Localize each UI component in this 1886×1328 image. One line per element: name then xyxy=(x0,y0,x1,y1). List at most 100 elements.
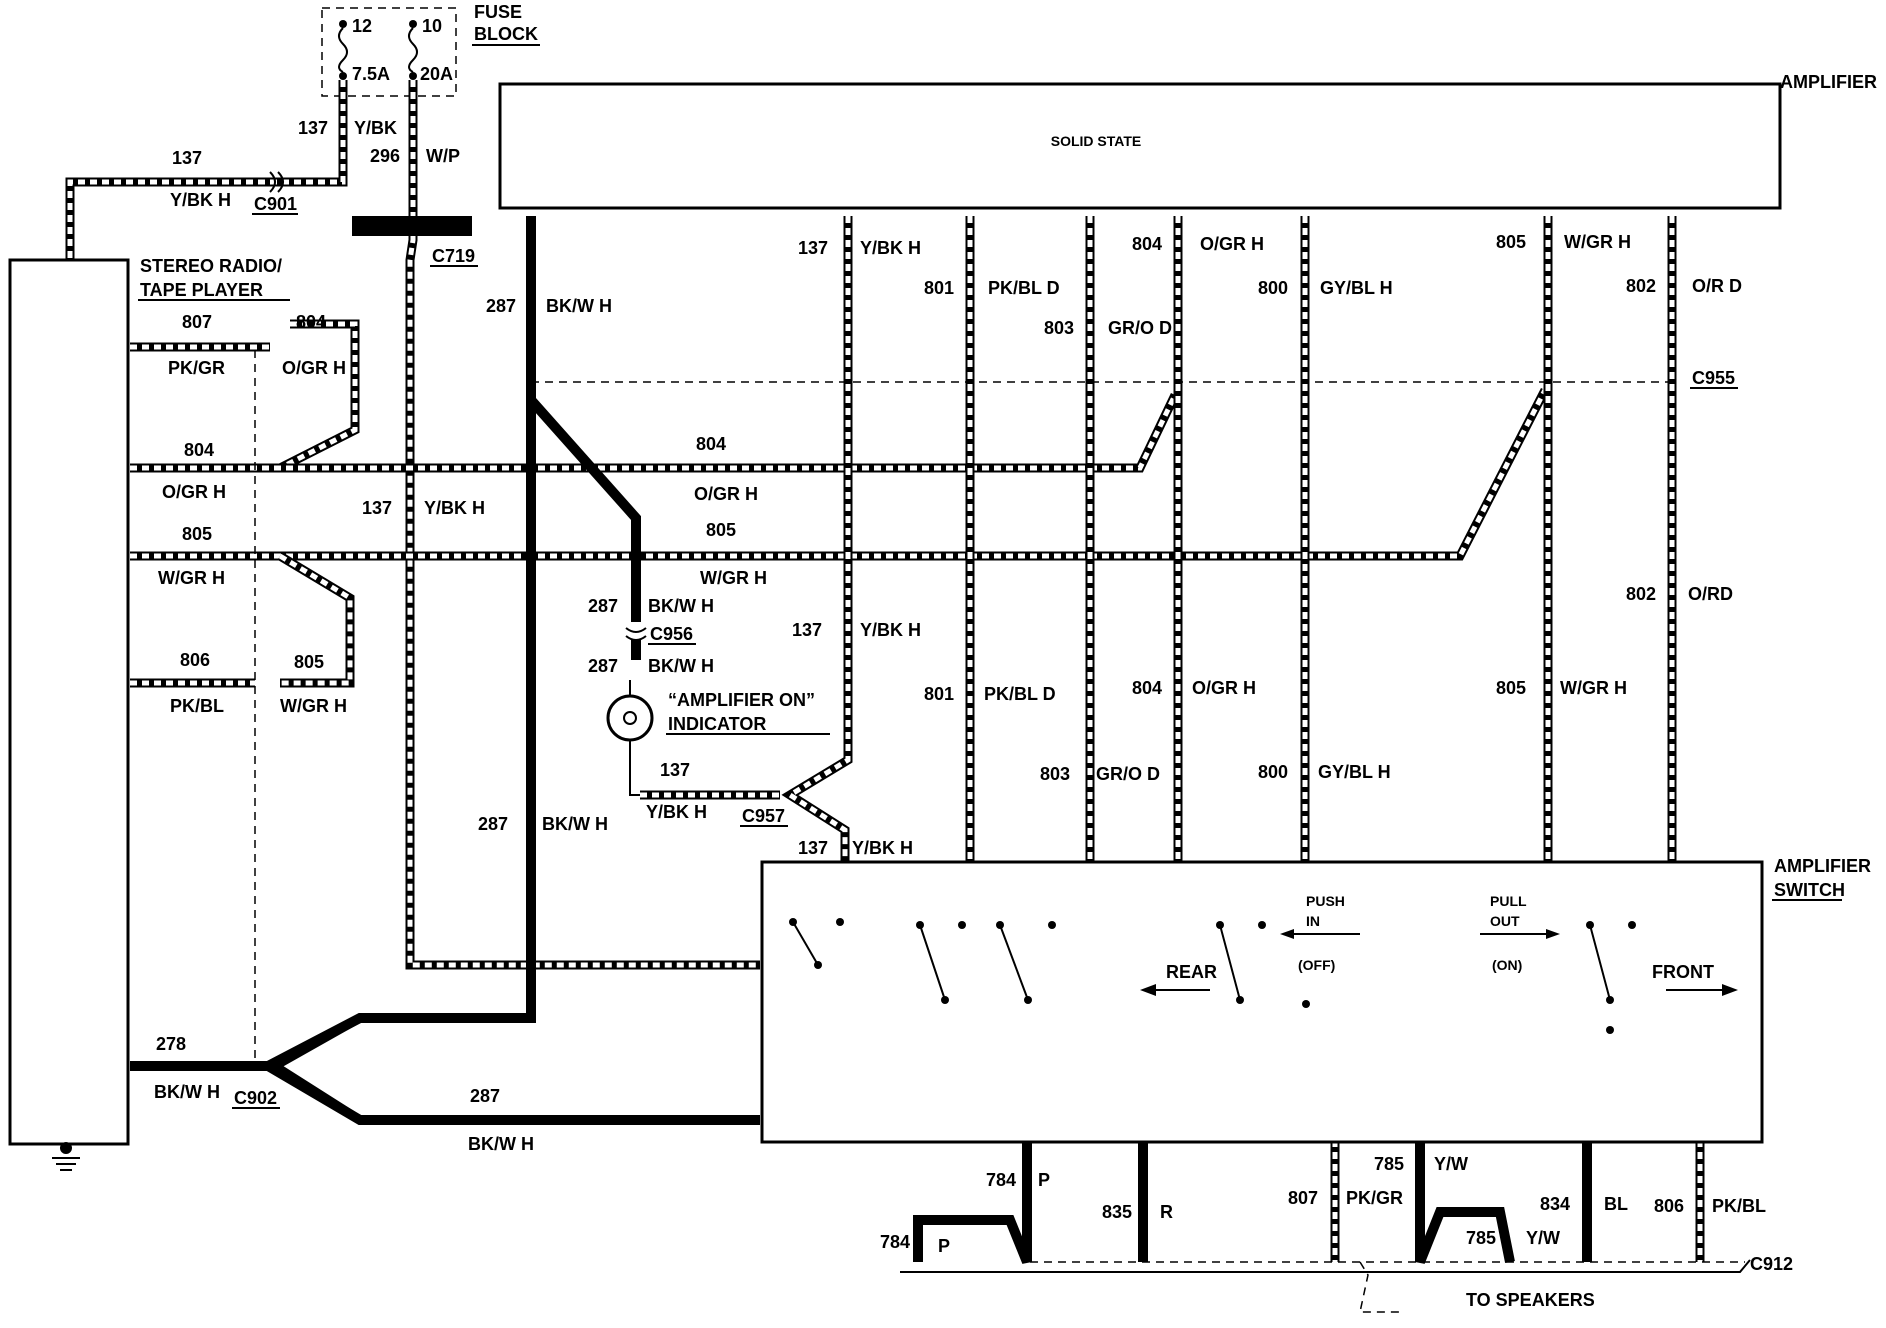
radio-box xyxy=(8,258,130,1146)
switch-title-2: SWITCH xyxy=(1774,880,1845,900)
amplifier-switch: AMPLIFIER SWITCH PUSH IN PULL OUT (OFF) … xyxy=(760,856,1871,1144)
indicator-label-2: INDICATOR xyxy=(668,714,766,734)
wire-137-num-top: 137 xyxy=(298,118,328,138)
connector-c955: C955 xyxy=(1692,368,1735,388)
wire-806-color: PK/BL xyxy=(170,696,224,716)
wire-804-num-l: 804 xyxy=(184,440,214,460)
wire-287-color-2: BK/W H xyxy=(648,596,714,616)
switch-title-1: AMPLIFIER xyxy=(1774,856,1871,876)
fuse-block-title-1: FUSE xyxy=(474,2,522,22)
wire-804-color-amp: O/GR H xyxy=(1200,234,1264,254)
wire-785-num-1: 785 xyxy=(1374,1154,1404,1174)
wire-labels: 137 Y/BK 296 W/P 137 Y/BK H 287 BK/W H 8… xyxy=(154,118,1766,1256)
amplifier-box xyxy=(498,82,1782,210)
wire-807-num-spk: 807 xyxy=(1288,1188,1318,1208)
connector-c901: C901 xyxy=(254,194,297,214)
wire-800-num-low: 800 xyxy=(1258,762,1288,782)
amplifier-title: AMPLIFIER xyxy=(1780,72,1877,92)
wire-805-color-mid: W/GR H xyxy=(700,568,767,588)
wire-137-color-top: Y/BK xyxy=(354,118,397,138)
wire-804-color-l: O/GR H xyxy=(162,482,226,502)
fuse-right-terminal-bottom xyxy=(409,72,417,80)
wire-137-num-ind: 137 xyxy=(660,760,690,780)
connectors: C719 C901 C956 C957 C955 C902 C912 TO SP… xyxy=(232,171,1793,1310)
wire-803-num-top: 803 xyxy=(1044,318,1074,338)
fuse-block-outline xyxy=(321,7,457,97)
connector-c956: C956 xyxy=(650,624,693,644)
wire-804-num-mid: 804 xyxy=(696,434,726,454)
connector-c957: C957 xyxy=(742,806,785,826)
wire-804-num-r: 804 xyxy=(296,312,326,332)
wire-803-num-low: 803 xyxy=(1040,764,1070,784)
fuse-right-rating: 20A xyxy=(420,64,453,84)
off-label: (OFF) xyxy=(1298,957,1335,973)
wire-785-color-2: Y/W xyxy=(1526,1228,1560,1248)
ground-dot xyxy=(60,1142,72,1154)
radio-title-2: TAPE PLAYER xyxy=(140,280,263,300)
fuse-left-terminal-top xyxy=(339,20,347,28)
rear-label: REAR xyxy=(1166,962,1217,982)
wire-137-num-sw: 137 xyxy=(798,838,828,858)
wire-287-num-4: 287 xyxy=(478,814,508,834)
push-in-label-1: PUSH xyxy=(1306,893,1345,909)
wire-137-color-sw: Y/BK H xyxy=(852,838,913,858)
wire-137-num-left: 137 xyxy=(172,148,202,168)
wire-278-num: 278 xyxy=(156,1034,186,1054)
amplifier-on-indicator: “AMPLIFIER ON” INDICATOR xyxy=(606,680,830,742)
connector-c902: C902 xyxy=(234,1088,277,1108)
indicator-label-1: “AMPLIFIER ON” xyxy=(668,690,815,710)
wire-784-num-2: 784 xyxy=(880,1232,910,1252)
wire-287-num-1: 287 xyxy=(486,296,516,316)
switch-box xyxy=(760,860,1764,1144)
wire-801-num-low: 801 xyxy=(924,684,954,704)
wire-806-num: 806 xyxy=(180,650,210,670)
wire-137-color-v: Y/BK H xyxy=(860,620,921,640)
fuse-left-rating: 7.5A xyxy=(352,64,390,84)
wire-137-color-left: Y/BK H xyxy=(170,190,231,210)
fuse-left-terminal-bottom xyxy=(339,72,347,80)
wire-287-color-5: BK/W H xyxy=(468,1134,534,1154)
wire-785-num-2: 785 xyxy=(1466,1228,1496,1248)
wire-287-color-4: BK/W H xyxy=(542,814,608,834)
wire-807-color-spk: PK/GR xyxy=(1346,1188,1403,1208)
wire-800-color-low: GY/BL H xyxy=(1318,762,1391,782)
wire-287-num-5: 287 xyxy=(470,1086,500,1106)
wire-137-color-mid: Y/BK H xyxy=(424,498,485,518)
wire-784-num-1: 784 xyxy=(986,1170,1016,1190)
wire-802-color-top: O/R D xyxy=(1692,276,1742,296)
wire-801-color-top: PK/BL D xyxy=(988,278,1060,298)
wire-137-num-mid: 137 xyxy=(362,498,392,518)
wire-137-num-amp: 137 xyxy=(798,238,828,258)
fuse-left-number: 12 xyxy=(352,16,372,36)
wire-805-num-low: 805 xyxy=(294,652,324,672)
wire-802-num-low: 802 xyxy=(1626,584,1656,604)
indicator-lamp-icon xyxy=(606,694,654,742)
wire-804-color-r: O/GR H xyxy=(282,358,346,378)
connector-c912: C912 xyxy=(1750,1254,1793,1274)
wire-834-color: BL xyxy=(1604,1194,1628,1214)
push-in-label-2: IN xyxy=(1306,913,1320,929)
wire-805-num-l: 805 xyxy=(182,524,212,544)
wire-801-num-top: 801 xyxy=(924,278,954,298)
wire-287-color-3: BK/W H xyxy=(648,656,714,676)
wire-803-color-top: GR/O D xyxy=(1108,318,1172,338)
wire-801-color-low: PK/BL D xyxy=(984,684,1056,704)
wire-805-num-mid: 805 xyxy=(706,520,736,540)
wire-785-color-1: Y/W xyxy=(1434,1154,1468,1174)
wire-805-color-l: W/GR H xyxy=(158,568,225,588)
stereo-radio: STEREO RADIO/ TAPE PLAYER xyxy=(8,256,290,1171)
wire-805-num-amp: 805 xyxy=(1496,232,1526,252)
wire-287-num-3: 287 xyxy=(588,656,618,676)
fuse-right-number: 10 xyxy=(422,16,442,36)
wire-287-color-1: BK/W H xyxy=(546,296,612,316)
wires-thick xyxy=(130,216,1592,1264)
wire-803-color-low: GR/O D xyxy=(1096,764,1160,784)
wire-805-color-low2: W/GR H xyxy=(1560,678,1627,698)
wire-784-color-1: P xyxy=(1038,1170,1050,1190)
wire-287-num-2: 287 xyxy=(588,596,618,616)
wire-137-color-amp: Y/BK H xyxy=(860,238,921,258)
wire-296-num: 296 xyxy=(370,146,400,166)
front-label: FRONT xyxy=(1652,962,1714,982)
wire-805-num-low2: 805 xyxy=(1496,678,1526,698)
